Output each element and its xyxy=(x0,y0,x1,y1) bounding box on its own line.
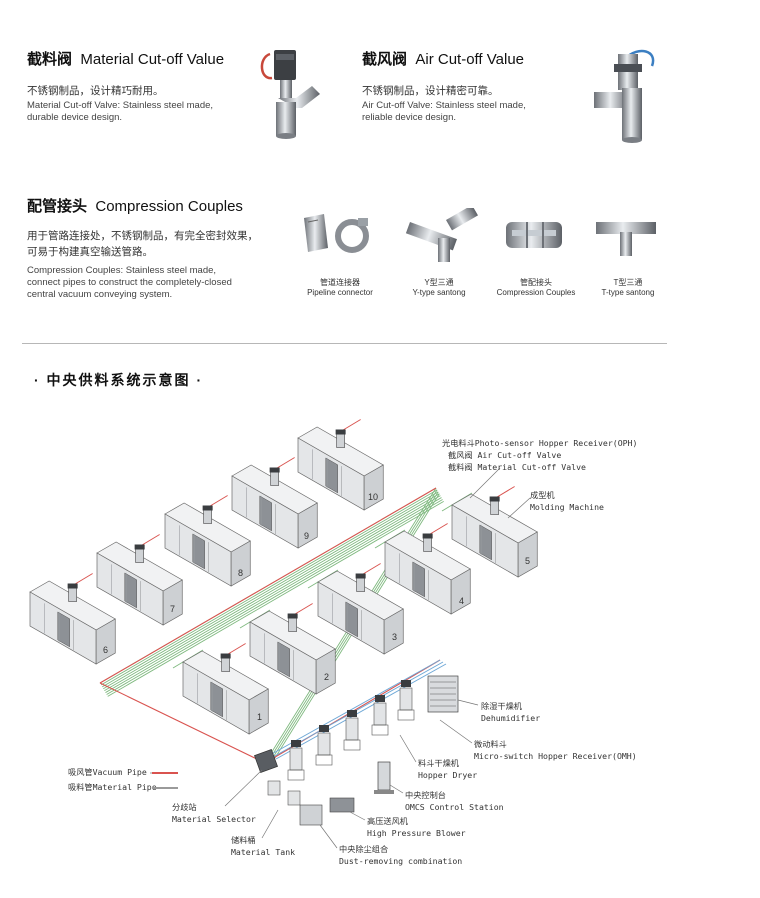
couples-desc-en: Compression Couples: Stainless steel mad… xyxy=(27,265,232,300)
omcs-control-station xyxy=(377,761,391,791)
leader-line xyxy=(439,719,473,744)
legend-vacuum-swatch xyxy=(152,772,178,774)
air-cutoff-desc-zh: 不锈钢制品，设计精密可靠。 xyxy=(362,85,499,97)
material-tank xyxy=(287,790,301,806)
leader-line xyxy=(399,734,417,763)
machine-number-5: 5 xyxy=(525,556,531,566)
vacuum-pipe xyxy=(99,487,437,684)
compression-couples-image xyxy=(506,222,562,248)
material-pipe xyxy=(100,489,438,686)
hopper-dryer xyxy=(345,717,359,741)
material-pipe xyxy=(106,499,443,695)
pipeline-connector-image xyxy=(304,214,369,253)
oph-label: 光电料斗Photo-sensor Hopper Receiver(OPH) 截风… xyxy=(442,438,638,472)
pipes xyxy=(72,419,515,769)
legend-material-pipe: 吸料管Material Pipe xyxy=(68,782,157,792)
material-pipe xyxy=(107,501,444,697)
leader-line xyxy=(224,769,263,807)
material-pipe xyxy=(105,497,442,693)
leader-line xyxy=(469,467,501,499)
machine-number-7: 7 xyxy=(170,604,176,614)
machine-number-10: 10 xyxy=(368,492,379,502)
machine-number-4: 4 xyxy=(459,596,465,606)
molding-machine xyxy=(249,610,336,695)
air-pipe xyxy=(269,659,441,756)
section-title: · 中央供料系统示意图 · xyxy=(34,372,204,388)
couples-desc-zh: 用于管路连接处，不锈钢制品，有完全密封效果， 可易于构建真空输送管路。 xyxy=(27,230,258,258)
molding-machine xyxy=(96,541,183,626)
machine-number-2: 2 xyxy=(324,672,330,682)
leader-line xyxy=(349,811,366,821)
machines xyxy=(29,426,538,735)
material-cutoff-title: 截料阀 Material Cut-off Value xyxy=(27,51,225,68)
molding-machine xyxy=(317,570,404,655)
machine-number-3: 3 xyxy=(392,632,398,642)
material-cutoff-valve-image xyxy=(260,50,320,139)
molding-machine xyxy=(29,580,116,665)
legend-material-swatch xyxy=(152,787,178,789)
hopper-dryer xyxy=(317,732,331,756)
machine-number-6: 6 xyxy=(103,645,109,655)
hopper-dryer xyxy=(289,747,303,771)
molding-machine xyxy=(164,502,251,587)
leader-line xyxy=(261,809,279,839)
couples-title: 配管接头 Compression Couples xyxy=(27,198,243,215)
molding-machine xyxy=(231,464,318,549)
material-selector xyxy=(254,749,278,773)
machine-number-8: 8 xyxy=(238,568,244,578)
material-pipe xyxy=(103,493,440,690)
system-diagram xyxy=(29,419,538,849)
t-type-santong-image xyxy=(596,222,656,256)
air-pipe xyxy=(275,663,447,760)
molding-machine xyxy=(451,493,538,578)
auxiliary-equipment xyxy=(254,675,459,826)
vacuum-pipe xyxy=(99,682,266,764)
material-cutoff-desc-zh: 不锈钢制品，设计精巧耐用。 xyxy=(27,85,164,97)
divider xyxy=(22,343,667,344)
material-pipe xyxy=(104,495,441,692)
leader-line xyxy=(457,699,479,706)
machine-number-1: 1 xyxy=(257,712,263,722)
legend-vacuum-pipe: 吸风管Vacuum Pipe xyxy=(68,767,147,777)
couples-images xyxy=(304,208,656,262)
dust-removing-combination xyxy=(299,804,323,826)
material-tank xyxy=(267,780,281,796)
machine-number-9: 9 xyxy=(304,531,310,541)
leader-line xyxy=(389,784,404,794)
air-cutoff-title: 截风阀 Air Cut-off Value xyxy=(362,51,525,68)
leader-line xyxy=(507,497,531,519)
molding-machine xyxy=(182,650,269,735)
hopper-dryer xyxy=(373,702,387,726)
leader-line xyxy=(319,824,338,849)
y-type-santong-image xyxy=(405,208,478,262)
air-pipe xyxy=(272,661,444,758)
air-cutoff-desc-en: Air Cut-off Valve: Stainless steel made,… xyxy=(362,100,526,123)
material-pipe xyxy=(101,491,439,688)
high-pressure-blower xyxy=(329,797,355,813)
hopper-dryer xyxy=(399,687,413,711)
material-cutoff-desc-en: Material Cut-off Valve: Stainless steel … xyxy=(27,100,214,123)
molding-machine xyxy=(297,426,384,511)
molding-machine xyxy=(384,530,471,615)
air-cutoff-valve-image xyxy=(594,49,655,143)
